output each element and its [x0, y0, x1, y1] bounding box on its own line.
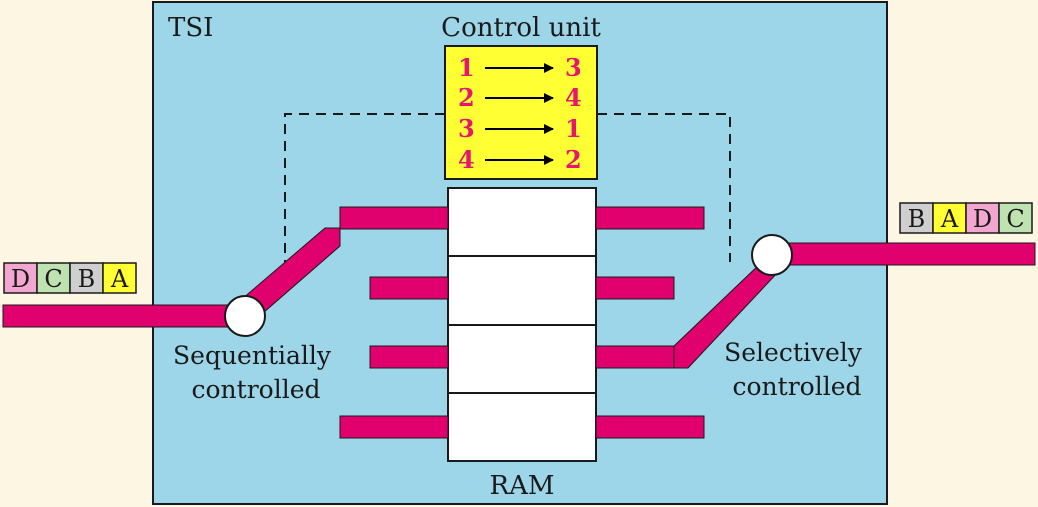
mapping-row: 1 3 [458, 53, 582, 82]
output-slot-letter: A [940, 205, 959, 233]
input-slot-letter: C [44, 265, 62, 293]
right-switch-arm [673, 261, 781, 369]
left-switch-label: Sequentially controlled [173, 341, 339, 404]
mapping-to: 1 [565, 114, 582, 143]
mapping-to: 2 [565, 145, 582, 174]
right-switch-node [751, 234, 793, 276]
mapping-row: 2 4 [458, 83, 582, 112]
input-frame: D C B A [3, 262, 137, 294]
output-slot-letter: B [908, 205, 926, 233]
output-slot [998, 202, 1033, 234]
ram-input-bar [369, 345, 449, 369]
mapping-from: 4 [458, 145, 475, 174]
control-unit-title: Control unit [441, 13, 601, 43]
ram-slot [447, 324, 597, 394]
ram-input-bar [339, 415, 449, 439]
ram-slot [447, 392, 597, 462]
ram-output-bar [595, 415, 705, 439]
right-switch-label: Selectively controlled [724, 338, 870, 401]
input-slot-letter: B [78, 265, 96, 293]
left-switch-label-line: Sequentially [173, 341, 332, 370]
input-slot [36, 262, 71, 294]
ram-slot [447, 255, 597, 326]
input-line [2, 304, 247, 328]
ram-input-bar [339, 206, 449, 230]
input-slot-letter: D [11, 265, 30, 293]
mapping-row: 4 2 [458, 145, 582, 174]
left-switch-node [224, 295, 266, 337]
input-slot [3, 262, 38, 294]
output-frame: B A D C [899, 202, 1033, 234]
ram-slot [447, 187, 597, 257]
output-slot-letter: D [973, 205, 992, 233]
ram-output-bar [595, 345, 675, 369]
dashed-control-line-left [284, 113, 445, 262]
ram-output-bar [595, 276, 675, 300]
input-slot-letter: A [110, 265, 129, 293]
ram-stack [447, 187, 597, 462]
mapping-row: 3 1 [458, 114, 582, 143]
input-slot [102, 262, 137, 294]
mapping-from: 3 [458, 114, 475, 143]
mapping-from: 1 [458, 53, 475, 82]
ram-input-bar [369, 276, 449, 300]
input-slot [69, 262, 104, 294]
output-slot-letter: C [1006, 205, 1024, 233]
tsi-label: TSI [168, 13, 213, 43]
right-switch-label-line: Selectively [724, 338, 863, 367]
mapping-from: 2 [458, 83, 475, 112]
right-switch-label-line: controlled [733, 372, 862, 401]
left-switch-label-line: controlled [192, 375, 321, 404]
mapping-to: 3 [565, 53, 582, 82]
ram-output-bar [595, 206, 705, 230]
ram-label: RAM [490, 471, 555, 501]
mapping-to: 4 [565, 83, 582, 112]
output-line [771, 242, 1036, 266]
